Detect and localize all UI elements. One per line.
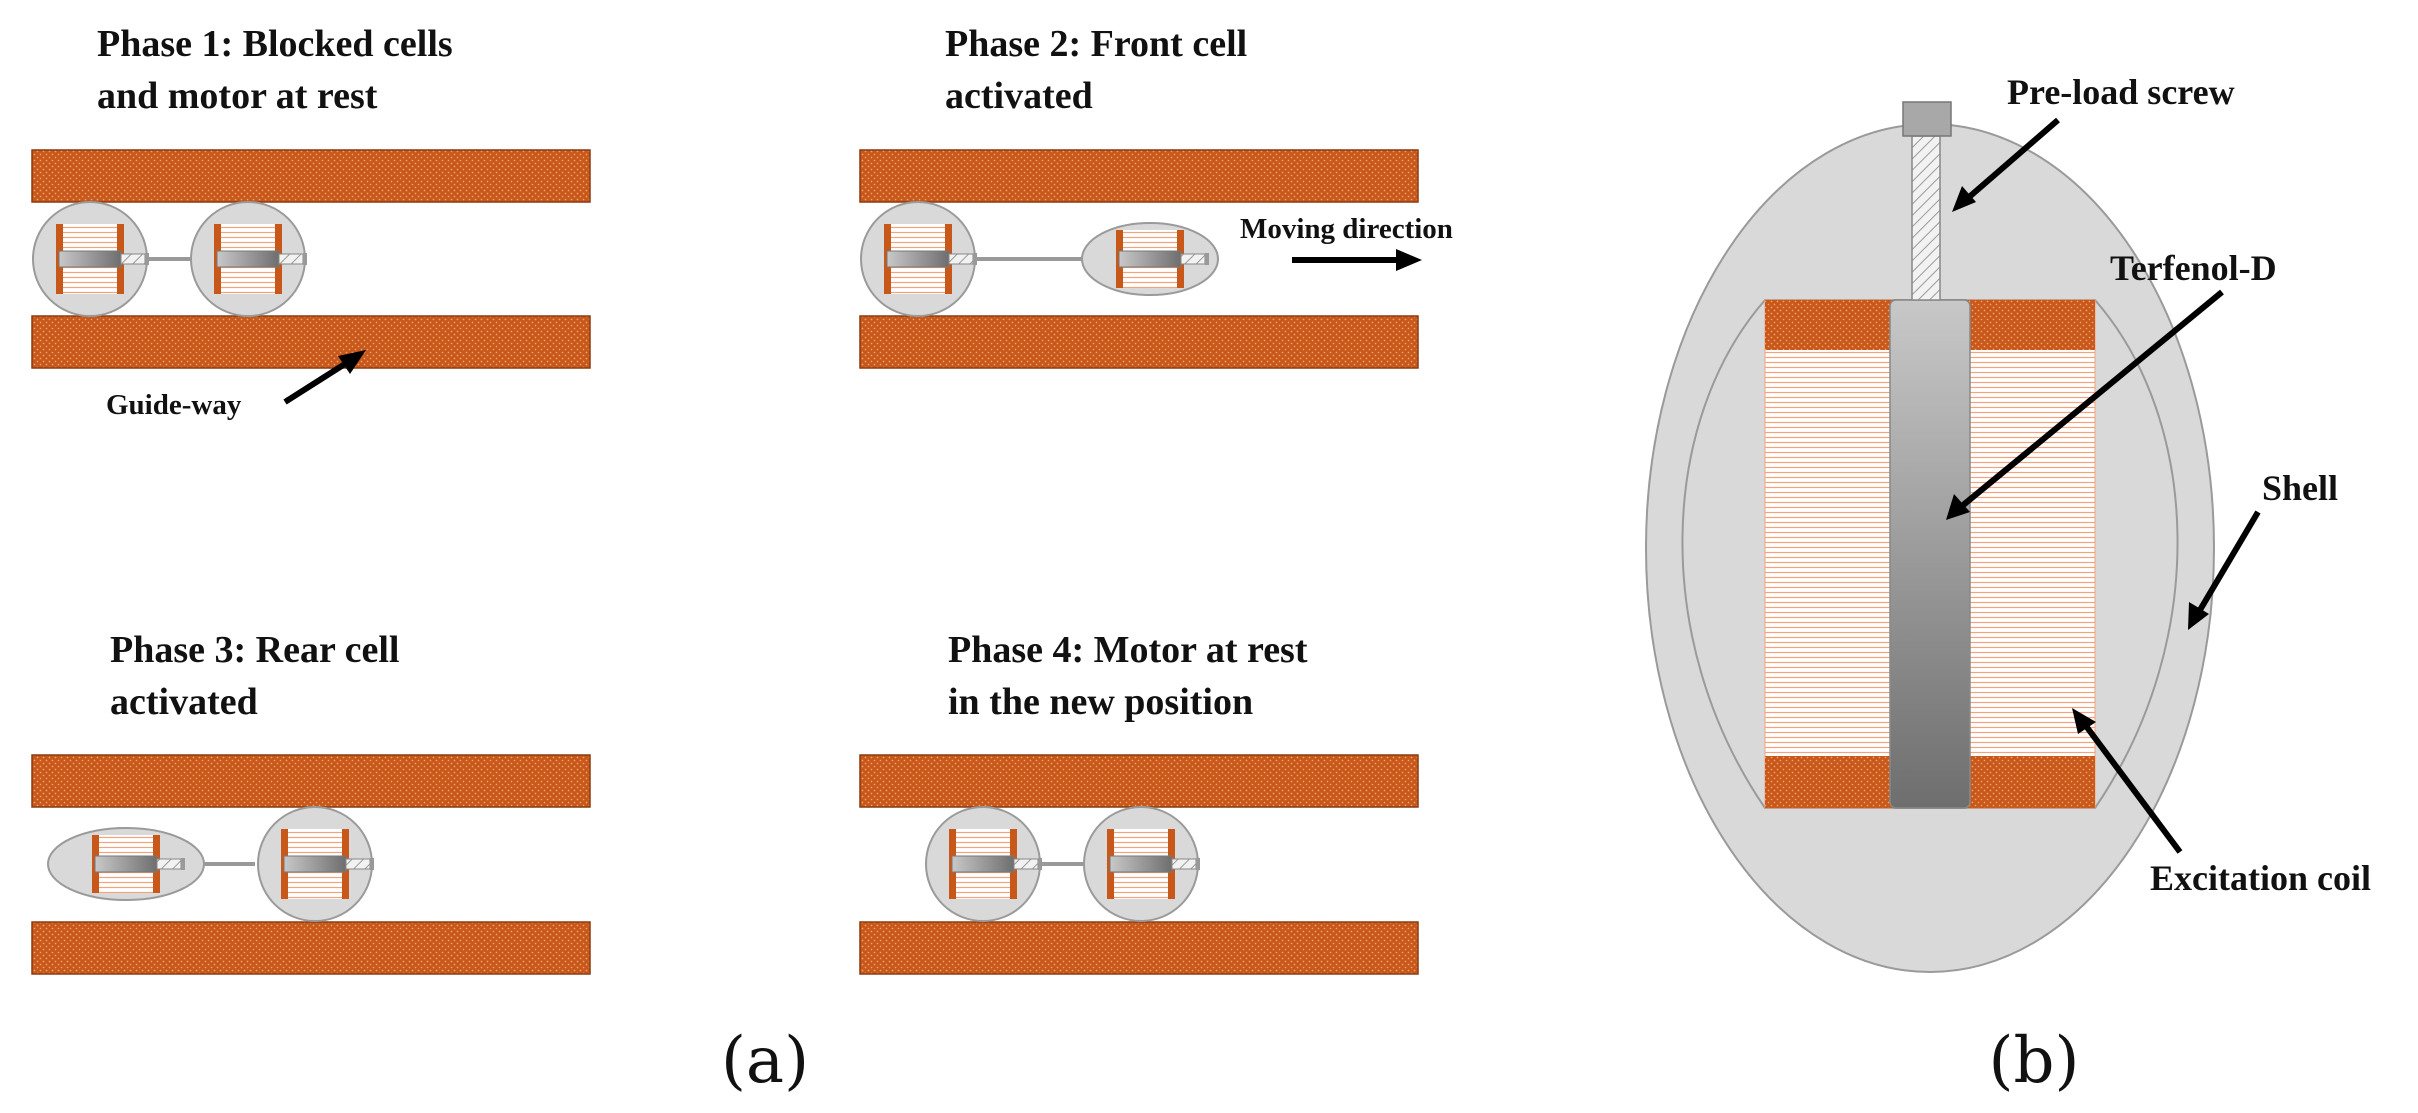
- guide-way-bottom: [31, 921, 591, 975]
- excitation-coil-label: Excitation coil: [2150, 858, 2371, 898]
- preload-screw-arrowhead: [1952, 186, 1976, 212]
- phase-3-title-line2: activated: [110, 681, 258, 723]
- phase-1: Phase 1: Blocked cells and motor at rest…: [31, 23, 591, 421]
- preload-screw-shaft: [1911, 135, 1941, 301]
- cell-rod: [283, 855, 347, 873]
- phase-2-title-line1: Phase 2: Front cell: [945, 23, 1247, 65]
- guide-way-bottom: [31, 315, 591, 369]
- guide-way-bottom: [859, 921, 1419, 975]
- motor-cell: [1081, 222, 1219, 296]
- motor-cell: [1083, 806, 1200, 922]
- phase-3: Phase 3: Rear cell activated: [31, 629, 591, 975]
- phase-4: Phase 4: Motor at rest in the new positi…: [859, 629, 1419, 975]
- motor-cell: [32, 201, 149, 317]
- phase-2-title-line2: activated: [945, 75, 1093, 117]
- shell-label: Shell: [2262, 468, 2338, 508]
- excitation-coil-arrow: [2083, 724, 2183, 854]
- cell-screw-head: [181, 858, 185, 870]
- cell-screw-head: [1196, 858, 1200, 870]
- cell-screw-head: [1038, 858, 1042, 870]
- shell-arrow: [2197, 510, 2261, 612]
- motor-cell: [190, 201, 307, 317]
- preload-screw-arrow: [1966, 117, 2060, 201]
- preload-screw-label: Pre-load screw: [2007, 72, 2235, 112]
- motor-cell: [257, 806, 374, 922]
- guide-way-label: Guide-way: [106, 389, 242, 421]
- cell-screw: [1013, 858, 1039, 870]
- cell-screw: [1171, 858, 1197, 870]
- terfenol-label: Terfenol-D: [2110, 248, 2277, 288]
- terfenol-rod: [1889, 299, 1971, 809]
- guide-way-arrow: [283, 359, 350, 405]
- phase-4-title-line2: in the new position: [948, 681, 1253, 723]
- preload-screw-head: [1902, 101, 1952, 137]
- cell-rod: [94, 855, 158, 873]
- phase-4-title-line1: Phase 4: Motor at rest: [948, 629, 1308, 671]
- guide-way-top: [859, 149, 1419, 203]
- excitation-coil-arrowhead: [2072, 708, 2096, 734]
- cell-screw: [948, 253, 974, 265]
- panel-label-b: (b): [1989, 1024, 2080, 1098]
- cell-rod: [886, 250, 950, 268]
- motor-cell: [47, 827, 205, 901]
- cell-screw-head: [1205, 253, 1209, 265]
- cell-screw: [120, 253, 146, 265]
- guide-way-top: [31, 149, 591, 203]
- phase-3-title-line1: Phase 3: Rear cell: [110, 629, 400, 671]
- cell-screw: [278, 253, 304, 265]
- panel-label-a: (a): [721, 1024, 809, 1098]
- guide-way-top: [31, 754, 591, 808]
- guide-way-arrowhead: [338, 350, 366, 374]
- cell-rod: [1118, 250, 1182, 268]
- cell-screw: [156, 858, 182, 870]
- motor-cell: [925, 806, 1042, 922]
- terfenol-arrow: [1960, 289, 2224, 509]
- phase-2: Phase 2: Front cell activated Moving dir…: [859, 23, 1453, 369]
- cell-rod: [58, 250, 122, 268]
- guide-way-top: [859, 754, 1419, 808]
- cell-screw: [1180, 253, 1206, 265]
- shell-arrowhead: [2188, 602, 2209, 630]
- cell-screw-head: [145, 253, 149, 265]
- terfenol-arrowhead: [1946, 494, 1970, 520]
- cell-screw: [345, 858, 371, 870]
- guide-way-bottom: [859, 315, 1419, 369]
- phase-1-title-line1: Phase 1: Blocked cells: [97, 23, 453, 65]
- phase-1-title-line2: and motor at rest: [97, 75, 378, 117]
- moving-direction-arrowhead: [1396, 249, 1422, 271]
- cell-screw-head: [973, 253, 977, 265]
- cell-screw-head: [303, 253, 307, 265]
- motor-cell: [860, 201, 977, 317]
- panel-a: Phase 1: Blocked cells and motor at rest…: [31, 23, 1453, 1098]
- cell-rod: [1109, 855, 1173, 873]
- cell-rod: [216, 250, 280, 268]
- cell-rod: [951, 855, 1015, 873]
- panel-b: Pre-load screw Terfenol-D Shell Excitati…: [1645, 72, 2371, 1098]
- moving-direction-label: Moving direction: [1240, 213, 1453, 245]
- cell-screw-head: [370, 858, 374, 870]
